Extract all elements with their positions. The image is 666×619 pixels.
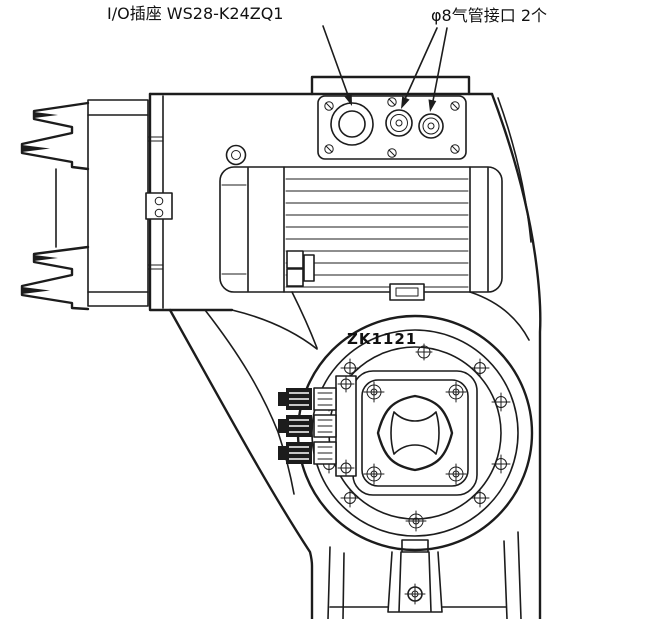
air-fitting-leader-line-left: [404, 27, 438, 100]
joint-center-hub: [376, 394, 454, 472]
air-fitting-arrowhead-right-icon: [428, 99, 437, 112]
air-fitting-arrowhead-left-icon: [401, 96, 410, 109]
io-socket-connector: [330, 102, 374, 146]
air-fitting-leader-line-right: [432, 27, 448, 103]
cable-connector-stack: [278, 375, 357, 477]
plate-bolt-icons: [363, 381, 467, 485]
io-socket-label: I/O插座 WS28-K24ZQ1: [107, 4, 284, 23]
annotations: I/O插座 WS28-K24ZQ1 φ8气管接口 2个: [107, 4, 547, 112]
wrist-flange: [20, 99, 173, 311]
io-socket-leader-line: [322, 25, 350, 99]
joint-screw-icons: [405, 343, 433, 532]
panel-screw-icons: [324, 97, 460, 158]
air-fitting-right: [418, 113, 444, 139]
air-fittings-label: φ8气管接口 2个: [431, 6, 547, 25]
motor-housing: [219, 166, 503, 301]
air-fitting-left: [385, 109, 413, 137]
body-screw-icon: [225, 144, 247, 166]
part-number-text: ZK1121: [347, 330, 417, 348]
connector-panel: [317, 95, 467, 160]
io-socket-arrowhead-icon: [344, 93, 352, 106]
